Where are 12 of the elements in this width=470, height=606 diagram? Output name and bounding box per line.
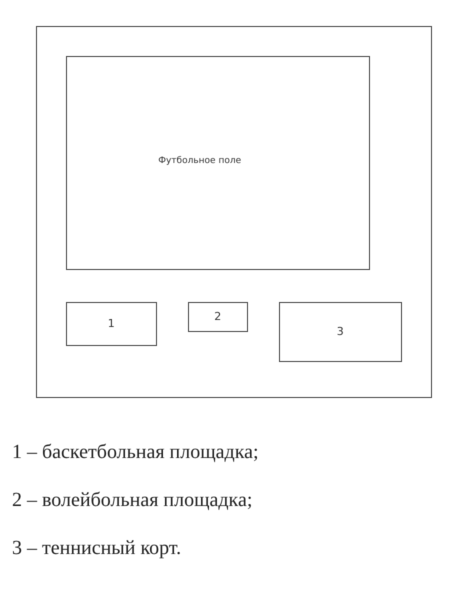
legend-note: 2 – волейбольная площадка;	[12, 489, 252, 512]
court-number: 2	[214, 310, 222, 324]
court-number: 1	[108, 317, 115, 330]
legend-note: 1 – баскетбольная площадка;	[12, 441, 259, 464]
court-box	[188, 302, 248, 332]
football-field	[66, 56, 370, 270]
court-number: 3	[336, 325, 344, 338]
field-label: Футбольное поле	[158, 156, 242, 166]
enclosure-box	[36, 26, 432, 398]
court-box	[278, 302, 402, 362]
legend-note: 3 – теннисный корт.	[12, 537, 182, 560]
court-box	[66, 302, 157, 346]
